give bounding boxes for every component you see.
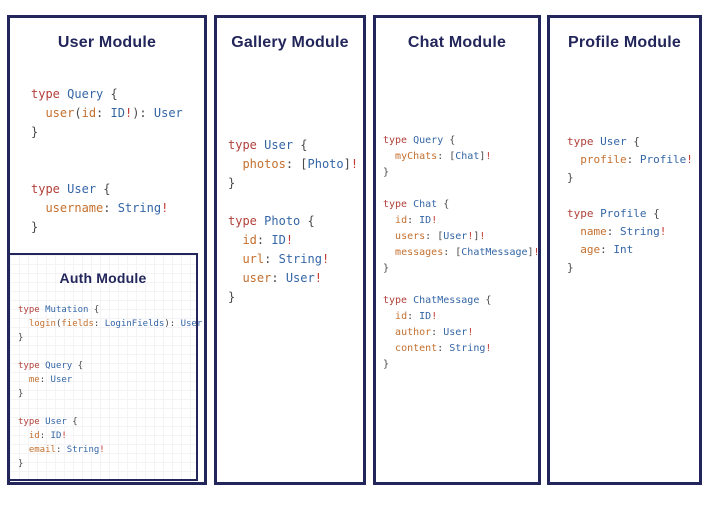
- code-line: url: String!: [242, 252, 330, 266]
- code-line: type User {: [31, 182, 111, 196]
- code-line: [31, 161, 183, 180]
- code-line: }: [18, 459, 24, 469]
- code-line: [567, 187, 693, 205]
- code-line: }: [31, 220, 39, 234]
- code-line: author: User!: [395, 327, 474, 338]
- code-line: username: String!: [45, 201, 169, 215]
- code-line: email: String!: [28, 445, 105, 455]
- code-line: }: [567, 261, 574, 274]
- user-module-code: type Query { user(id: ID!): User} type U…: [31, 85, 183, 237]
- code-line: type Query {: [383, 135, 456, 146]
- code-line: type Chat {: [383, 199, 450, 210]
- code-line: }: [228, 176, 236, 190]
- code-line: }: [383, 359, 390, 370]
- code-line: }: [383, 263, 390, 274]
- chat-module-title: Chat Module: [407, 34, 507, 51]
- code-line: profile: Profile!: [580, 153, 693, 166]
- panel-gallery-module: Gallery Module type User { photos: [Phot…: [214, 15, 366, 485]
- code-line: }: [31, 125, 39, 139]
- code-line: type Photo {: [228, 214, 315, 228]
- code-line: [383, 277, 540, 293]
- code-line: id: ID!: [395, 215, 438, 226]
- code-line: photos: [Photo]!: [242, 157, 359, 171]
- code-line: age: Int: [580, 243, 634, 256]
- code-line: id: ID!: [395, 311, 438, 322]
- code-line: }: [18, 333, 24, 343]
- code-line: login(fields: LoginFields): User: [28, 319, 203, 329]
- code-line: type Profile {: [567, 207, 660, 220]
- code-line: me: User: [28, 375, 73, 385]
- profile-module-title: Profile Module: [567, 34, 682, 51]
- chat-module-code: type Query { myChats: [Chat]!} type Chat…: [383, 133, 540, 373]
- code-line: user: User!: [242, 271, 322, 285]
- auth-module-title: Auth Module: [59, 270, 147, 286]
- code-line: type Query {: [31, 87, 118, 101]
- code-line: [31, 142, 183, 161]
- code-line: id: ID!: [28, 431, 67, 441]
- code-line: type User {: [567, 135, 640, 148]
- user-module-title: User Module: [57, 34, 157, 51]
- code-line: name: String!: [580, 225, 667, 238]
- code-line: users: [User!]!: [395, 231, 486, 242]
- code-line: myChats: [Chat]!: [395, 151, 492, 162]
- code-line: }: [228, 290, 236, 304]
- panel-chat-module: Chat Module type Query { myChats: [Chat]…: [373, 15, 541, 485]
- code-line: type User {: [18, 417, 78, 427]
- code-line: }: [18, 389, 24, 399]
- gallery-module-code: type User { photos: [Photo]!} type Photo…: [228, 136, 358, 307]
- code-line: type Query {: [18, 361, 84, 371]
- code-line: }: [567, 171, 574, 184]
- code-line: [383, 181, 540, 197]
- code-line: type Mutation {: [18, 305, 100, 315]
- code-line: type User {: [228, 138, 308, 152]
- panel-profile-module: Profile Module type User { profile: Prof…: [547, 15, 702, 485]
- gallery-module-title: Gallery Module: [231, 34, 349, 51]
- panel-auth-module: Auth Module type Mutation { login(fields…: [8, 253, 202, 481]
- code-line: type ChatMessage {: [383, 295, 492, 306]
- code-line: id: ID!: [242, 233, 294, 247]
- profile-module-code: type User { profile: Profile!} type Prof…: [567, 133, 693, 277]
- code-line: [18, 401, 202, 415]
- code-line: [18, 345, 202, 359]
- code-line: }: [383, 167, 390, 178]
- code-line: user(id: ID!): User: [45, 106, 183, 120]
- auth-module-code: type Mutation { login(fields: LoginField…: [18, 303, 202, 471]
- code-line: messages: [ChatMessage]!: [395, 247, 540, 258]
- code-line: [228, 193, 358, 212]
- code-line: content: String!: [395, 343, 492, 354]
